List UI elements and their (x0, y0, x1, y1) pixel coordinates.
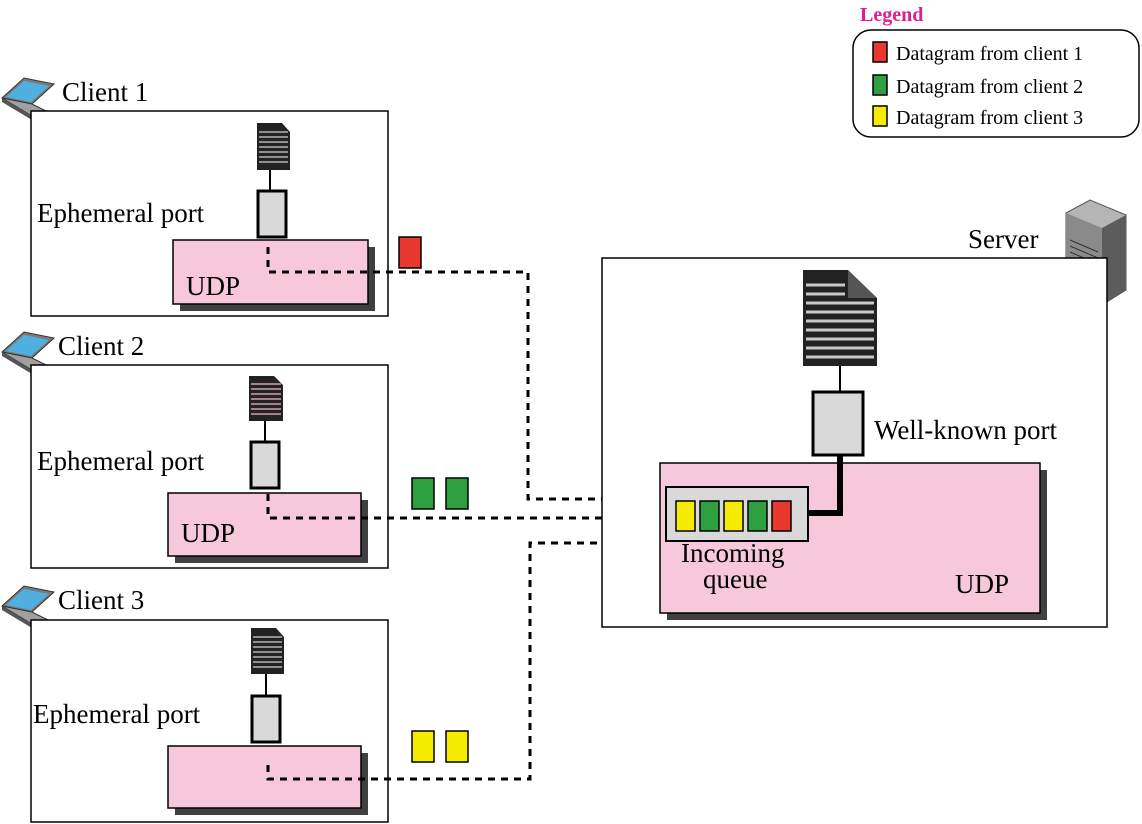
legend-swatch-client-3 (872, 105, 888, 127)
legend-box (852, 29, 1140, 138)
datagram-client-2 (445, 477, 469, 510)
queue-datagram (771, 500, 792, 532)
datagram-client-2 (411, 477, 435, 510)
client-3: Client 3 Ephemeral port (1, 585, 469, 823)
client-2-udp (167, 492, 362, 557)
datagram-flows (266, 247, 651, 781)
document-icon (251, 628, 284, 674)
datagram-client-3 (411, 730, 435, 763)
client-3-port-label: Ephemeral port (33, 699, 201, 729)
server-name: Server (968, 224, 1038, 254)
legend-label-client-2: Datagram from client 2 (896, 76, 1083, 98)
queue-datagram (675, 500, 696, 532)
queue-datagram (747, 500, 768, 532)
legend-title: Legend (860, 4, 923, 26)
server-port (811, 390, 865, 457)
client-3-name: Client 3 (58, 585, 144, 615)
client-3-port (250, 694, 282, 744)
server: Server Well-known port (601, 199, 1127, 628)
client-2-port-label: Ephemeral port (37, 446, 205, 476)
flow-client-3 (266, 531, 651, 781)
legend-swatch-client-2 (872, 74, 888, 96)
server-port-label: Well-known port (874, 415, 1058, 445)
client-1-name: Client 1 (62, 77, 148, 107)
client-1-port (256, 189, 288, 239)
datagram-client-1 (398, 236, 422, 269)
legend: Legend Datagram from client 1 Datagram f… (852, 4, 1140, 138)
document-icon (257, 123, 290, 170)
document-icon (803, 270, 877, 366)
flow-client-1 (266, 247, 651, 511)
client-1: Client 1 Ephemeral port UDP (1, 77, 422, 317)
legend-swatch-client-1 (872, 41, 888, 63)
server-udp-label: UDP (955, 569, 1009, 599)
queue-datagram (699, 500, 720, 532)
client-3-udp (167, 745, 362, 809)
queue-label-line1: Incoming (681, 538, 784, 568)
datagram-client-3 (445, 730, 469, 763)
client-2-udp-label: UDP (181, 518, 235, 548)
flow-client-2 (266, 494, 651, 530)
document-icon (249, 376, 283, 421)
client-1-udp-label: UDP (186, 271, 240, 301)
queue-datagram (723, 500, 744, 532)
client-2: Client 2 Ephemeral port UDP (1, 331, 469, 569)
client-2-name: Client 2 (58, 331, 144, 361)
client-2-port (249, 440, 281, 490)
legend-label-client-1: Datagram from client 1 (896, 43, 1083, 65)
client-1-port-label: Ephemeral port (37, 198, 205, 228)
queue-label-line2: queue (703, 564, 767, 594)
legend-label-client-3: Datagram from client 3 (896, 107, 1083, 129)
